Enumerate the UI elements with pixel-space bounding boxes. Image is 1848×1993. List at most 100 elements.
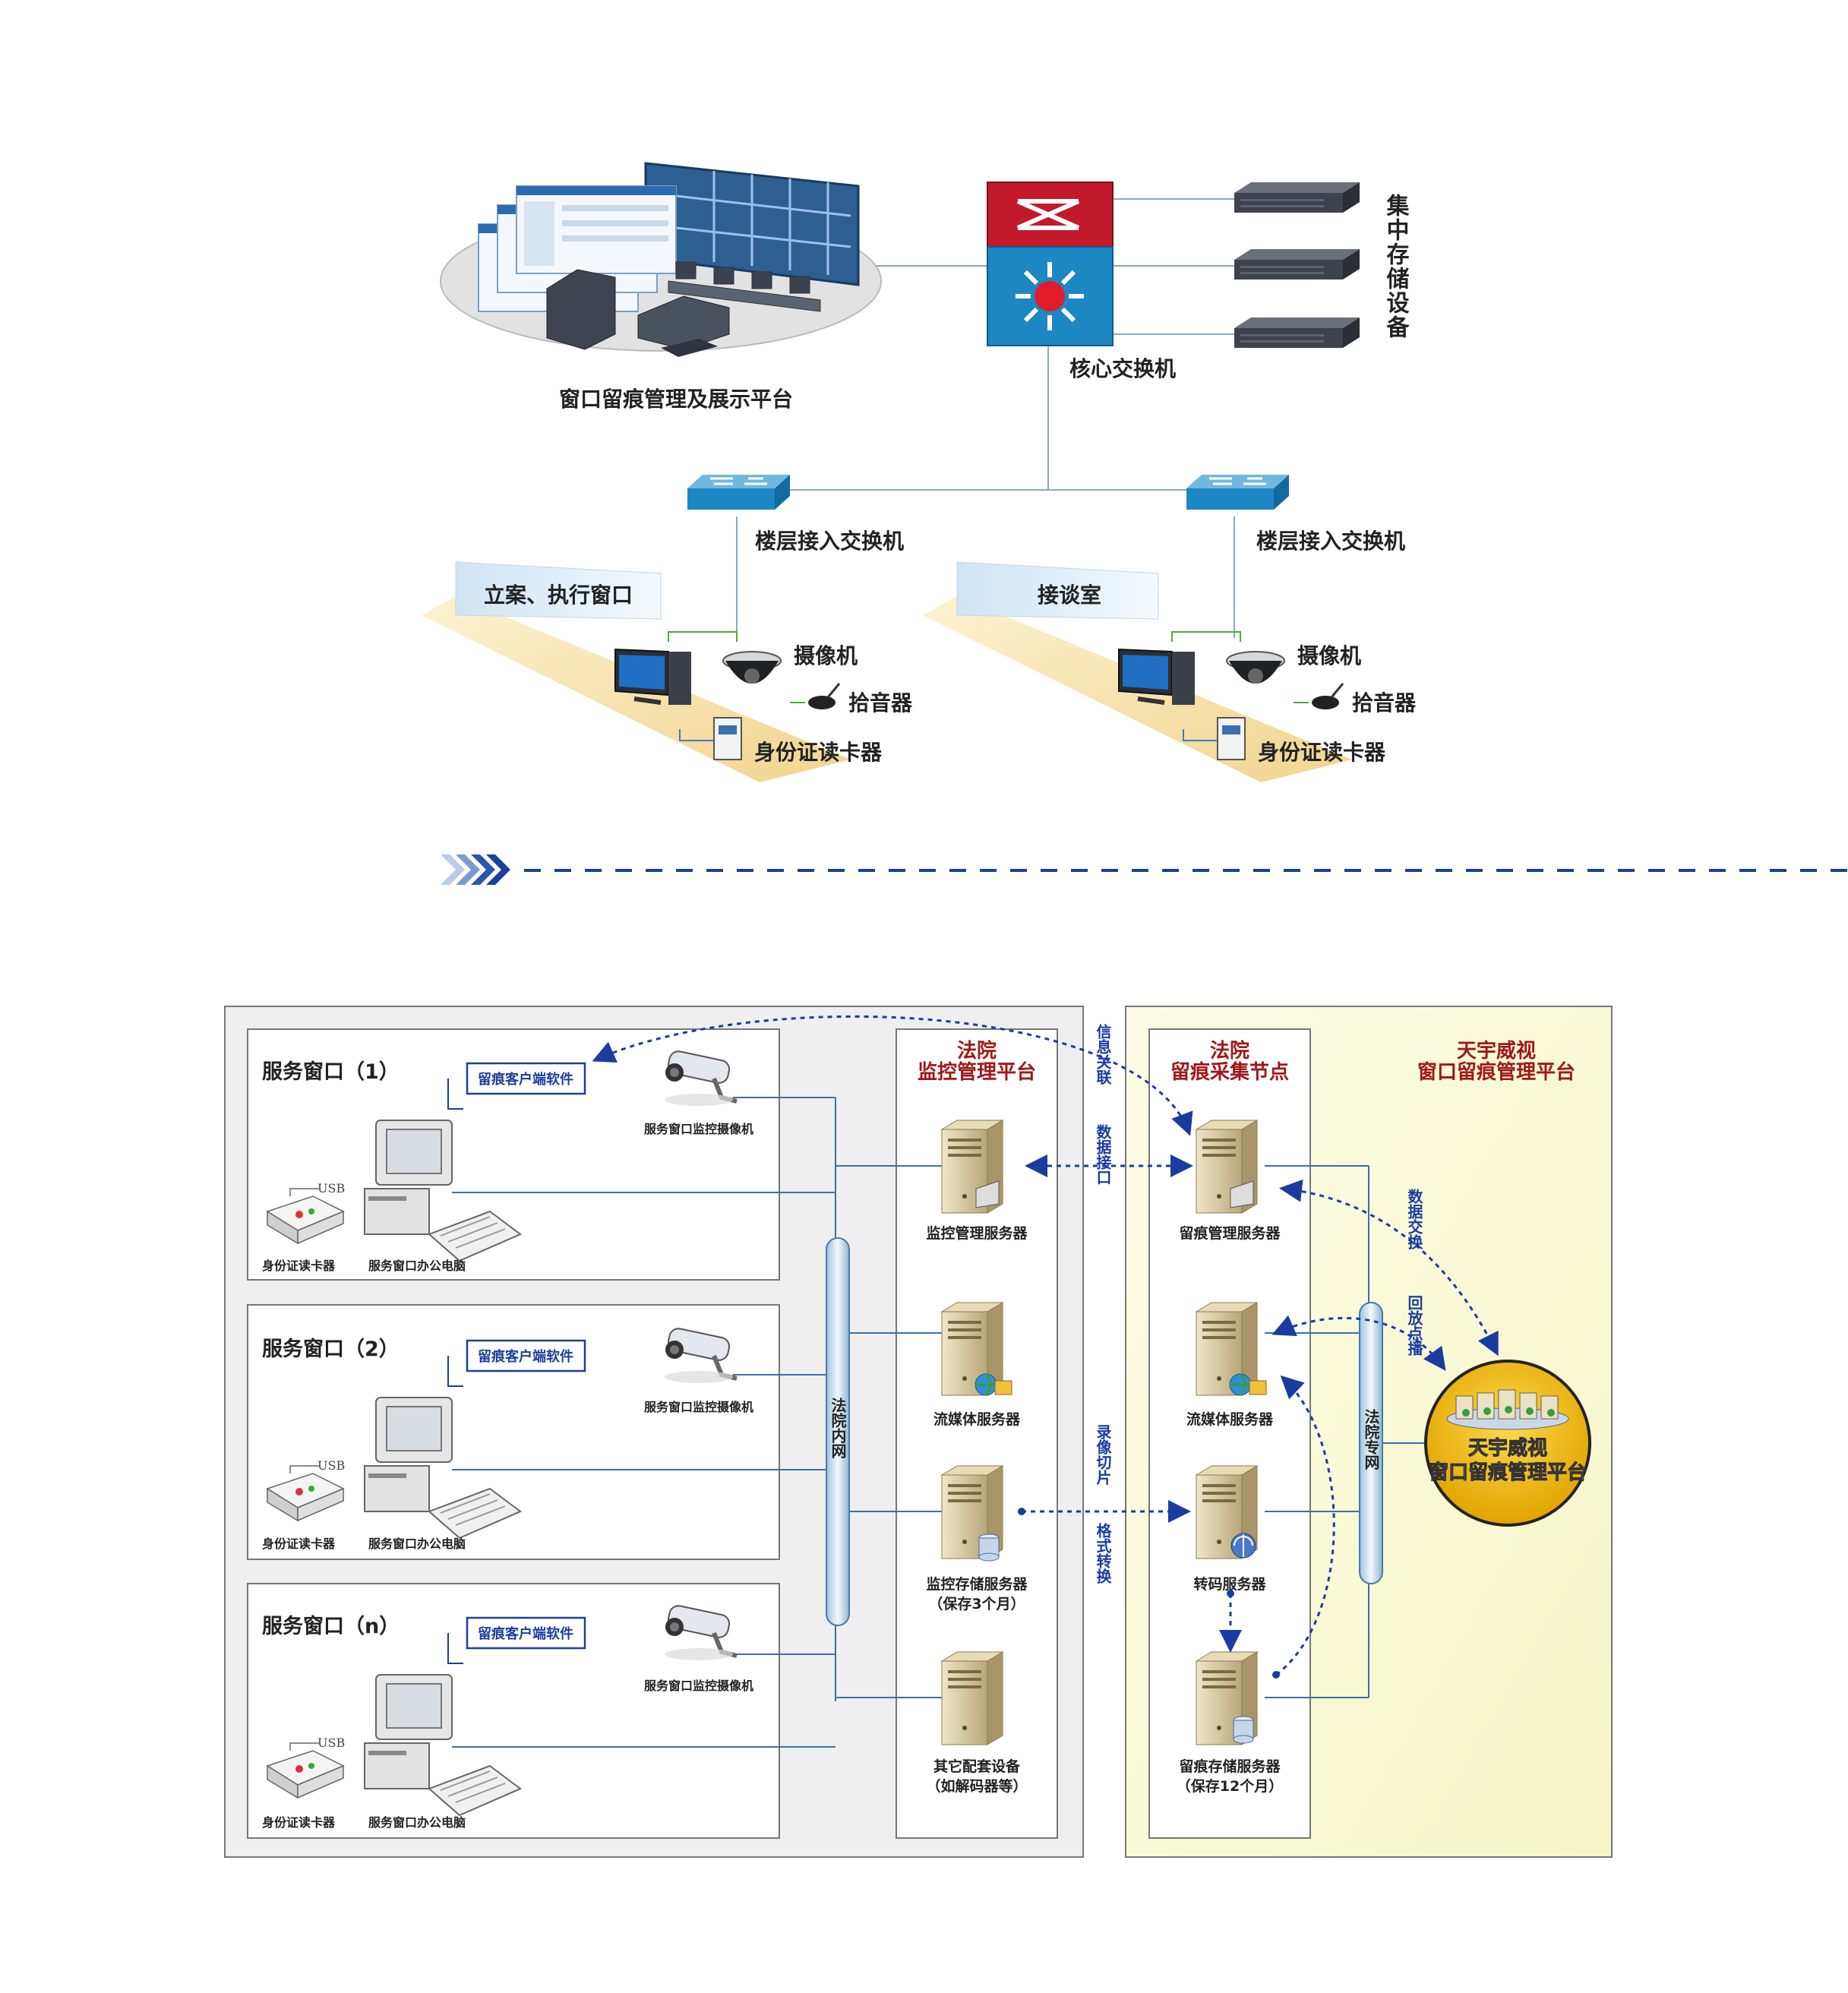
platform-circle-text-2: 窗口留痕管理平台 bbox=[1429, 1461, 1587, 1484]
record-slice-label: 录像切片 bbox=[1094, 1424, 1112, 1486]
other-equipment-label: 其它配套设备 bbox=[933, 1758, 1021, 1775]
monitor-platform-title-1: 法院 bbox=[957, 1039, 997, 1063]
service-window-n-title: 服务窗口（n） bbox=[262, 1614, 400, 1638]
pc-monitor-icon bbox=[1118, 648, 1195, 705]
usb-line bbox=[289, 1465, 319, 1473]
client-software-label: 留痕客户端软件 bbox=[478, 1348, 573, 1365]
client-software-box bbox=[447, 1616, 586, 1664]
window-pc-label: 服务窗口办公电脑 bbox=[368, 1259, 466, 1273]
service-window-1-title: 服务窗口（1） bbox=[262, 1060, 400, 1084]
playback-arrow bbox=[1271, 1315, 1446, 1371]
court-intranet-label: 法院内网 bbox=[829, 1397, 847, 1458]
microphone-icon bbox=[790, 683, 841, 709]
court-intranet-pipe bbox=[826, 1237, 850, 1626]
platform-circle-text-1: 天宇威视 bbox=[1468, 1436, 1547, 1460]
trace-storage-server-label: 留痕存储服务器 bbox=[1179, 1758, 1281, 1775]
display-platform bbox=[440, 162, 882, 357]
usb-line bbox=[289, 1188, 319, 1196]
id-reader-label: 身份证读卡器 bbox=[262, 1259, 336, 1273]
transcode-server-label: 转码服务器 bbox=[1193, 1575, 1266, 1593]
camera-label-left: 摄像机 bbox=[794, 643, 858, 668]
data-interface-label: 数据接口 bbox=[1094, 1123, 1112, 1185]
transcode-server-icon bbox=[1196, 1465, 1258, 1559]
service-window-2-title: 服务窗口（2） bbox=[262, 1337, 400, 1361]
monitor-management-server-icon bbox=[941, 1120, 1003, 1214]
storage-label: 集中存储设备 bbox=[1382, 194, 1410, 340]
monitor-storage-server-icon bbox=[941, 1465, 1003, 1562]
client-software-box bbox=[447, 1062, 586, 1110]
mic-label-right: 拾音器 bbox=[1352, 690, 1417, 715]
window-camera-label: 服务窗口监控摄像机 bbox=[644, 1122, 753, 1136]
usb-line bbox=[289, 1742, 319, 1751]
info-link-label: 信息关联 bbox=[1094, 1023, 1112, 1085]
window-pc-label: 服务窗口办公电脑 bbox=[368, 1537, 466, 1551]
camera-label-right: 摄像机 bbox=[1297, 643, 1361, 668]
monitor-storage-server-label: 监控存储服务器 bbox=[926, 1575, 1028, 1593]
court-private-net-label: 法院专网 bbox=[1362, 1408, 1380, 1470]
dome-camera-icon bbox=[722, 651, 782, 684]
storage-device-2 bbox=[1234, 249, 1360, 280]
room-left bbox=[422, 561, 851, 782]
monitor-streaming-server-label: 流媒体服务器 bbox=[933, 1410, 1021, 1428]
room-right-label: 接谈室 bbox=[1038, 583, 1101, 608]
floor-switch-left-label: 楼层接入交换机 bbox=[755, 529, 904, 554]
usb-label: USB bbox=[317, 1736, 345, 1750]
trace-management-server-label: 留痕管理服务器 bbox=[1179, 1224, 1281, 1242]
id-reader-label: 身份证读卡器 bbox=[262, 1537, 336, 1551]
floor-switch-right-icon bbox=[1185, 473, 1290, 511]
top-connection-lines bbox=[736, 198, 1235, 638]
monitor-streaming-server-icon bbox=[941, 1302, 1012, 1396]
display-platform-label: 窗口留痕管理及展示平台 bbox=[559, 387, 793, 412]
room-left-label: 立案、执行窗口 bbox=[484, 583, 633, 608]
data-exchange-arrow bbox=[1279, 1179, 1499, 1357]
software-screens bbox=[478, 185, 677, 312]
monitor-management-server-label: 监控管理服务器 bbox=[926, 1224, 1028, 1242]
storage-device-3 bbox=[1234, 317, 1360, 348]
collect-streaming-server-icon bbox=[1196, 1302, 1267, 1396]
storage-device-1 bbox=[1234, 182, 1360, 213]
trace-storage-server-sublabel: （保存12个月） bbox=[1177, 1777, 1283, 1795]
client-software-label: 留痕客户端软件 bbox=[478, 1071, 573, 1088]
monitor-platform-title-2: 监控管理平台 bbox=[918, 1060, 1036, 1084]
other-equipment-sublabel: （如解码器等） bbox=[926, 1777, 1027, 1795]
monitor-storage-server-sublabel: （保存3个月） bbox=[928, 1595, 1025, 1612]
playback-label: 回放点播 bbox=[1405, 1295, 1423, 1357]
trace-management-server-icon bbox=[1196, 1120, 1258, 1214]
room-right bbox=[923, 561, 1352, 782]
window-camera-label: 服务窗口监控摄像机 bbox=[644, 1679, 753, 1693]
section-divider bbox=[441, 854, 1848, 885]
collect-streaming-server-label: 流媒体服务器 bbox=[1186, 1410, 1274, 1428]
dome-camera-icon bbox=[1226, 651, 1285, 684]
mic-label-left: 拾音器 bbox=[848, 690, 913, 715]
collect-node-title-1: 法院 bbox=[1210, 1039, 1249, 1063]
card-reader-icon bbox=[679, 717, 742, 760]
collect-node-title-2: 留痕采集节点 bbox=[1170, 1060, 1289, 1084]
data-flow-arrows bbox=[592, 1015, 1499, 1676]
window-camera-label: 服务窗口监控摄像机 bbox=[644, 1400, 753, 1414]
storage-to-streaming-arrow bbox=[1275, 1375, 1335, 1676]
id-reader-label: 身份证读卡器 bbox=[262, 1815, 336, 1830]
floor-switch-right-label: 楼层接入交换机 bbox=[1256, 529, 1405, 554]
data-exchange-label: 数据交换 bbox=[1405, 1188, 1423, 1250]
format-convert-label: 格式转换 bbox=[1094, 1522, 1112, 1584]
usb-label: USB bbox=[317, 1458, 345, 1473]
card-reader-icon bbox=[1183, 717, 1246, 760]
window-pc-label: 服务窗口办公电脑 bbox=[368, 1815, 466, 1830]
client-software-label: 留痕客户端软件 bbox=[478, 1625, 573, 1642]
card-reader-label-left: 身份证读卡器 bbox=[754, 740, 883, 765]
platform-title-1: 天宇威视 bbox=[1457, 1039, 1536, 1063]
core-switch-label: 核心交换机 bbox=[1069, 356, 1176, 381]
microphone-icon bbox=[1294, 683, 1344, 709]
pc-monitor-icon bbox=[614, 648, 691, 705]
other-equipment-server-icon bbox=[941, 1651, 1003, 1745]
info-link-arrow bbox=[592, 1015, 1193, 1136]
platform-title-2: 窗口留痕管理平台 bbox=[1417, 1060, 1575, 1084]
trace-storage-server-icon bbox=[1196, 1651, 1258, 1745]
floor-switch-left-icon bbox=[686, 473, 791, 511]
platform-circle bbox=[1424, 1360, 1591, 1527]
core-switch-icon bbox=[987, 182, 1114, 346]
usb-label: USB bbox=[317, 1181, 345, 1195]
client-software-box bbox=[447, 1339, 586, 1387]
card-reader-label-right: 身份证读卡器 bbox=[1258, 740, 1386, 765]
